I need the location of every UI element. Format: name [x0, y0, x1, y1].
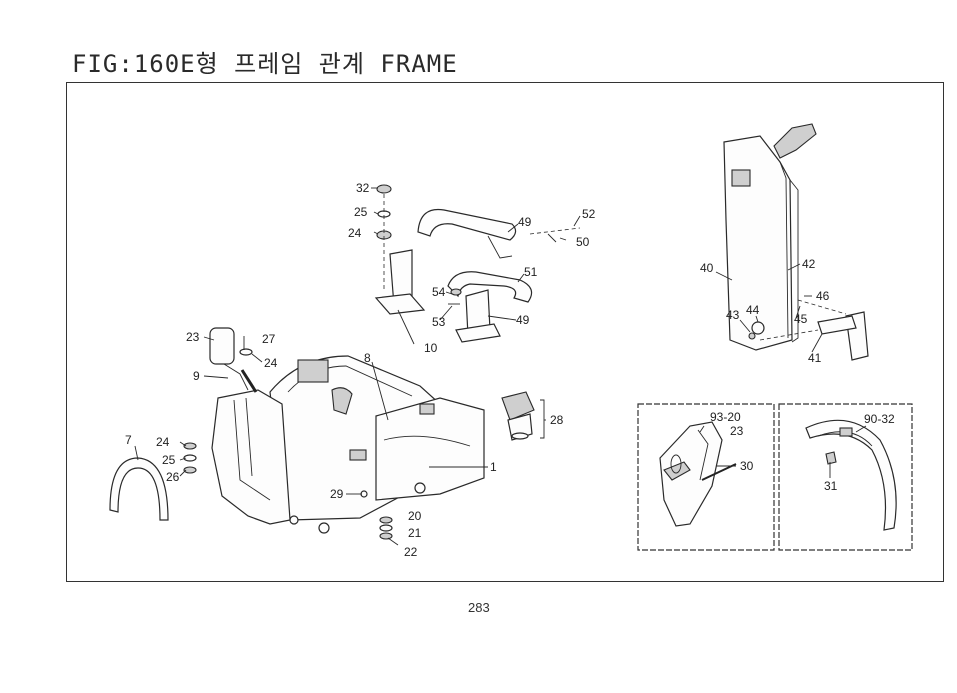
callout-52: 52: [582, 207, 596, 221]
callout-40: 40: [700, 261, 714, 275]
callout-26: 26: [166, 470, 180, 484]
hardware-stack-right: [360, 490, 393, 540]
callout-53: 53: [432, 315, 446, 329]
page-number: 283: [468, 600, 490, 615]
fender-arc-illustration: [805, 419, 897, 531]
callout-31: 31: [824, 479, 838, 493]
callout-8: 8: [364, 351, 371, 365]
upper-handle-illustration: [417, 208, 581, 259]
callout-43: 43: [726, 308, 740, 322]
callout-44: 44: [746, 303, 760, 317]
front-arch-illustration: [109, 457, 169, 521]
callout-25-bracket: 25: [354, 205, 368, 219]
fender-panel-illustration: [659, 421, 723, 527]
pin-illustration: [701, 463, 737, 481]
callout-24-mirror: 24: [264, 356, 278, 370]
callout-9: 9: [193, 369, 200, 383]
callout-23-inset: 23: [730, 424, 744, 438]
callout-50: 50: [576, 235, 590, 249]
callout-45: 45: [794, 312, 808, 326]
callout-30: 30: [740, 459, 754, 473]
callout-93-20: 93-20: [710, 410, 741, 424]
main-frame-illustration: [211, 355, 485, 534]
callout-29: 29: [330, 487, 344, 501]
callout-41: 41: [808, 351, 822, 365]
lower-handle-illustration: [447, 271, 533, 343]
hinge-bracket-illustration: [759, 299, 869, 361]
callout-10: 10: [424, 341, 438, 355]
diagram-frame: [66, 82, 944, 582]
hinge-pin-illustration: [773, 123, 817, 159]
mirror-illustration: [209, 327, 258, 393]
callout-21: 21: [408, 526, 422, 540]
callout-42: 42: [802, 257, 816, 271]
page-title: FIG:160E형 프레임 관계 FRAME: [72, 50, 458, 78]
callout-25-left: 25: [162, 453, 176, 467]
callout-90-32: 90-32: [864, 412, 895, 426]
callout-23: 23: [186, 330, 200, 344]
callout-54: 54: [432, 285, 446, 299]
door-panel-illustration: [723, 135, 799, 351]
cushion-illustration: [501, 391, 545, 441]
callout-49-upper: 49: [518, 215, 532, 229]
inset-box-right: [778, 403, 913, 551]
callout-51: 51: [524, 265, 538, 279]
leader-lines: [134, 187, 867, 546]
callout-7: 7: [125, 433, 132, 447]
callout-1: 1: [490, 460, 497, 474]
callout-27: 27: [262, 332, 276, 346]
hardware-stack-left: [183, 336, 253, 474]
callout-46: 46: [816, 289, 830, 303]
callout-22: 22: [404, 545, 418, 559]
callout-labels: 1 7 8 9 10 20 21 22 23 24 24 24 25 25 26…: [125, 181, 895, 559]
inset-box-left: [637, 403, 775, 551]
callout-32: 32: [356, 181, 370, 195]
callout-49-lower: 49: [516, 313, 530, 327]
callout-24-left: 24: [156, 435, 170, 449]
callout-20: 20: [408, 509, 422, 523]
bracket-illustration: [374, 184, 426, 315]
callout-28: 28: [550, 413, 564, 427]
callout-24-bracket: 24: [348, 226, 362, 240]
